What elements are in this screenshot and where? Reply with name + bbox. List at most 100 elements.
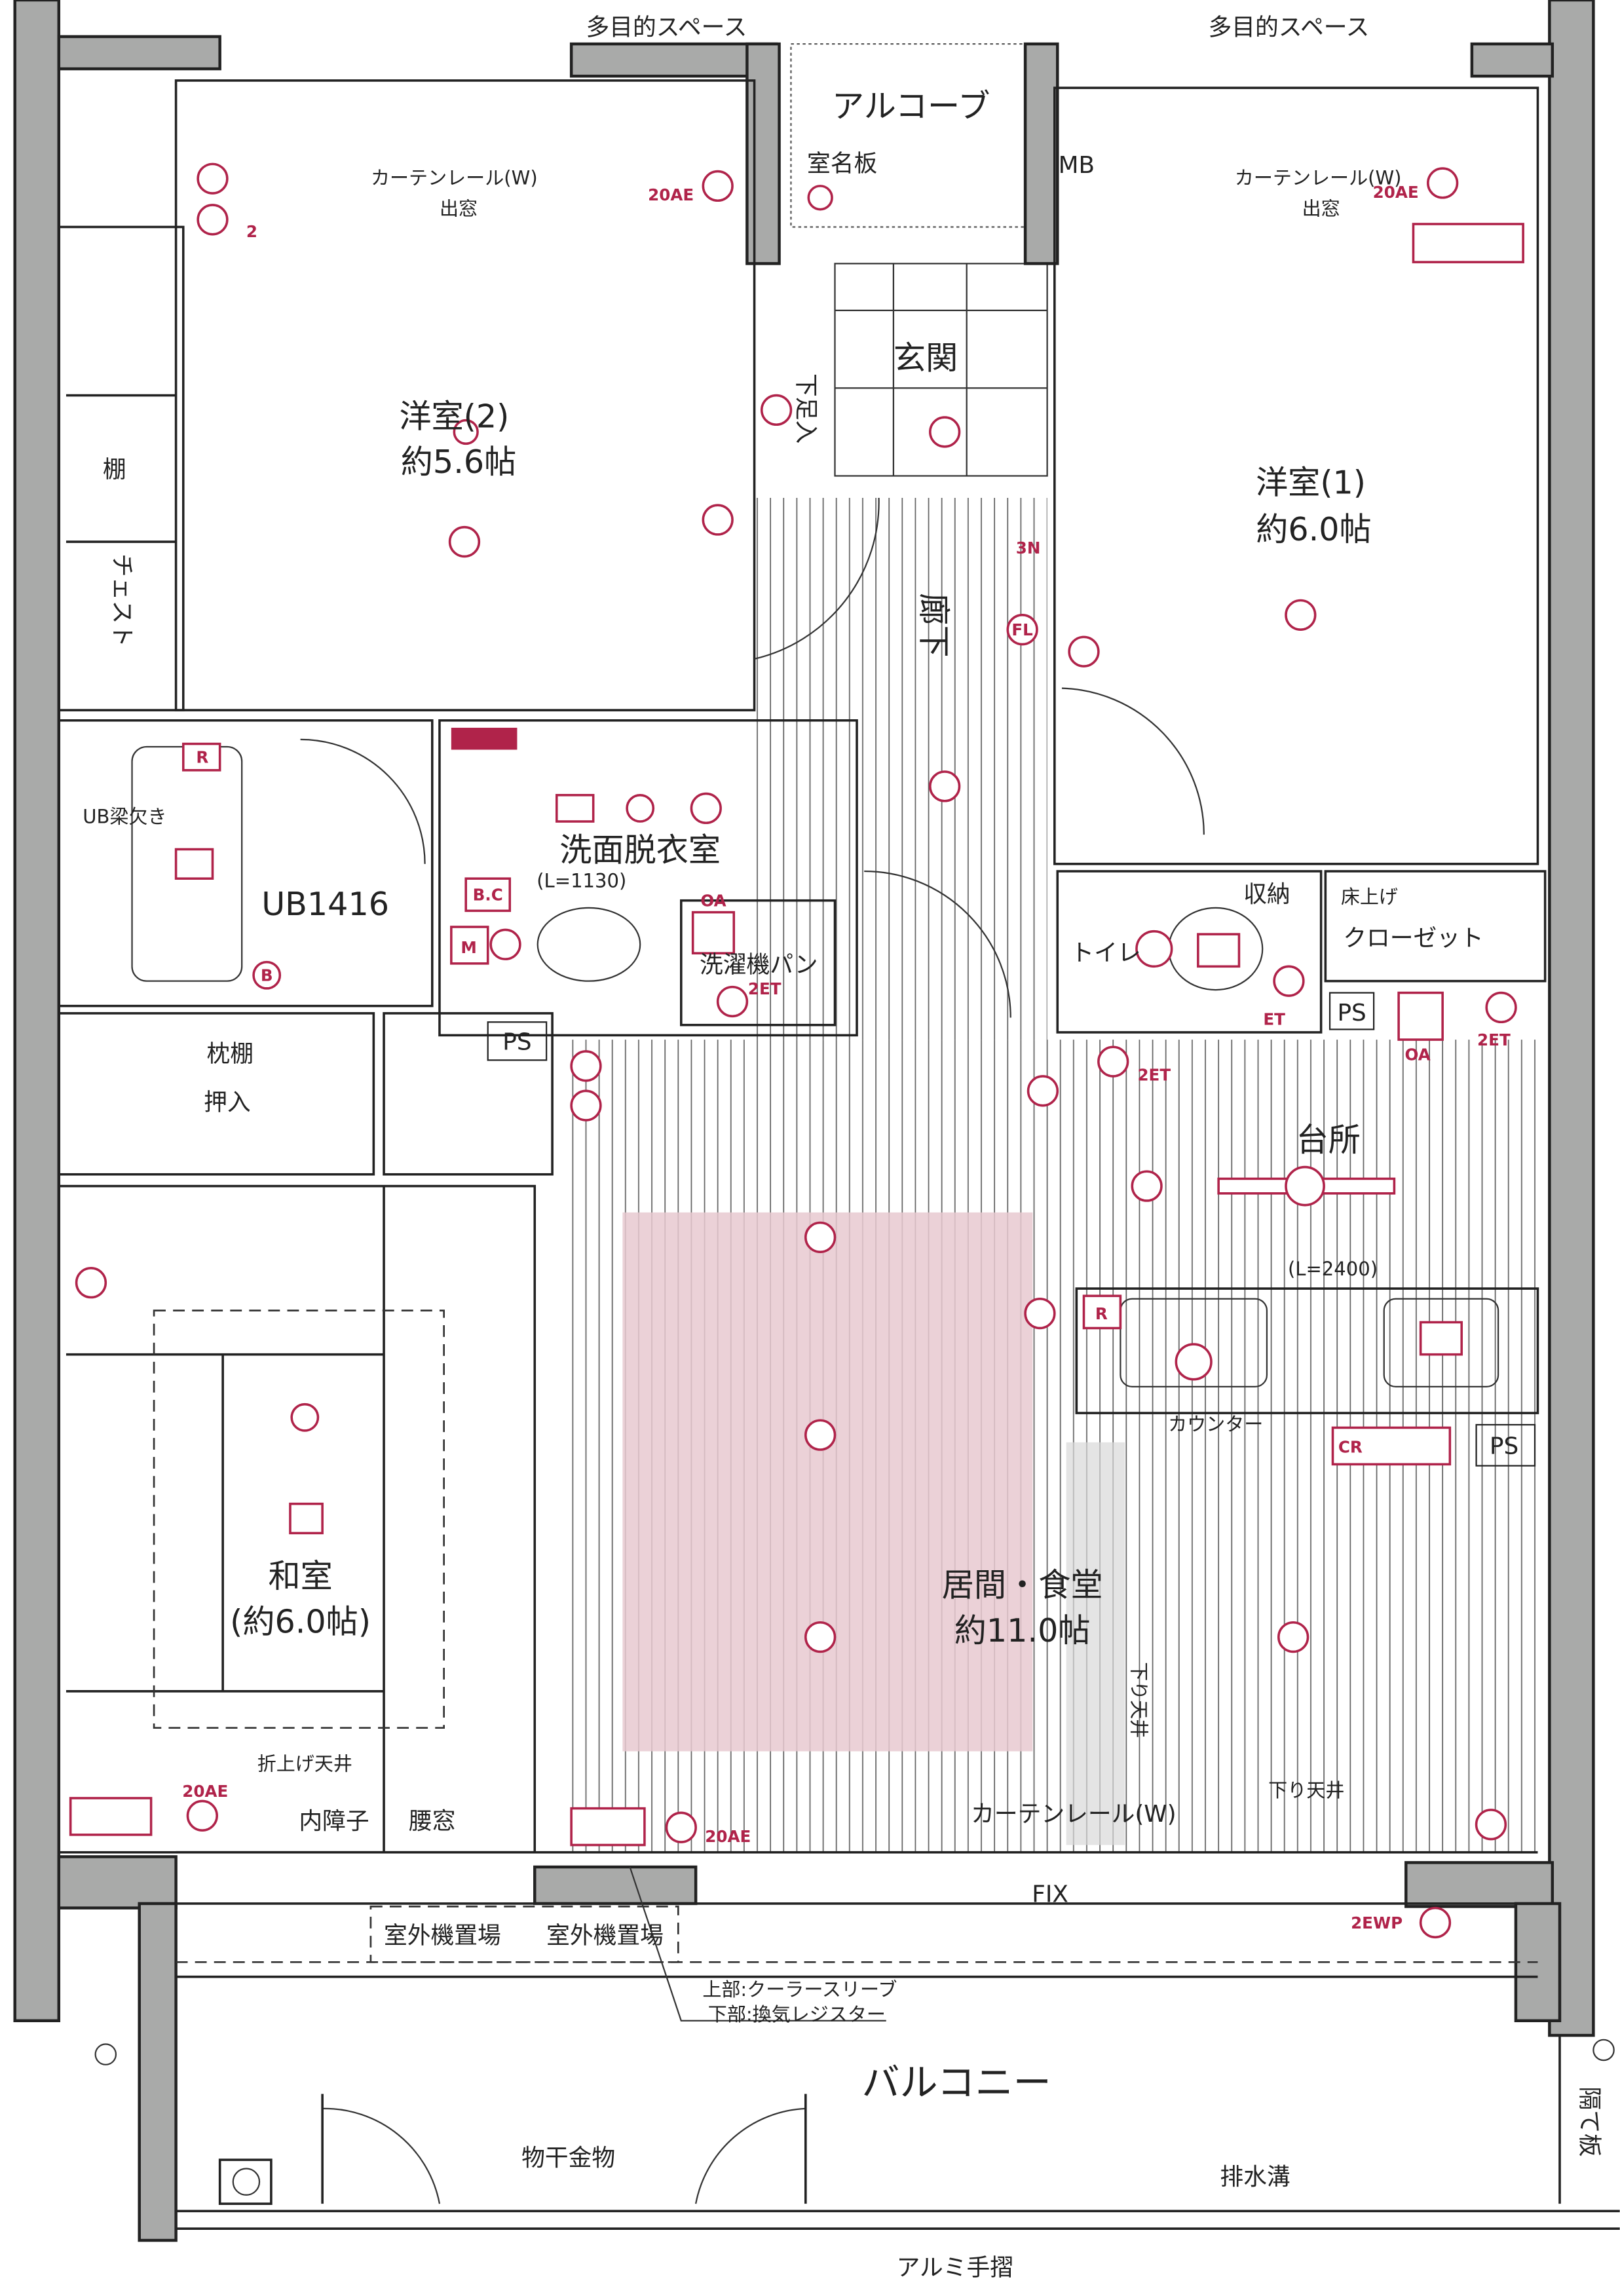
outlet-icon xyxy=(716,985,749,1018)
label-counter: カウンター xyxy=(1168,1413,1263,1435)
room-toilet-name: トイレ xyxy=(1070,939,1140,966)
area-balcony-name: バルコニー xyxy=(861,2060,1051,2105)
toilet-fan-icon xyxy=(1197,933,1241,968)
outlet-group-icon xyxy=(1412,223,1524,263)
room-western-1-name: 洋室(1) xyxy=(1256,463,1366,501)
room-japanese-name: 和室 xyxy=(268,1557,332,1595)
label-ac-area: 室外機置場 xyxy=(546,1922,664,1949)
ceiling-light-icon xyxy=(929,770,961,802)
room-bath-name: UB1416 xyxy=(261,885,389,923)
ps-box xyxy=(1475,1423,1536,1467)
outlet-icon xyxy=(186,1799,218,1832)
outlet-icon xyxy=(1097,1045,1129,1078)
label-20ae: 20AE xyxy=(705,1827,751,1846)
outlet-group-icon xyxy=(69,1797,153,1836)
label-b: B xyxy=(261,966,273,985)
label-ac-area: 室外機置場 xyxy=(384,1922,501,1949)
fan-icon xyxy=(555,793,595,823)
outlet-icon xyxy=(1273,965,1305,997)
label-multi-space-left: 多目的スペース xyxy=(586,14,747,41)
label-fl: FL xyxy=(1011,620,1032,639)
label-kitchen-length: (L=2400) xyxy=(1288,1258,1378,1280)
room-western-1-size: 約6.0帖 xyxy=(1256,510,1372,548)
label-20ae: 20AE xyxy=(1373,183,1419,202)
m-panel-icon xyxy=(450,926,489,965)
label-fix-window: FIX xyxy=(1032,1881,1068,1908)
label-20ae: 20AE xyxy=(182,1782,228,1801)
label-handrail: アルミ手摺 xyxy=(897,2255,1013,2282)
label-vanity-length: (L=1130) xyxy=(537,870,626,892)
light-icon xyxy=(1131,1170,1163,1202)
lowered-ceiling-shade xyxy=(1066,1442,1125,1845)
ceiling-light-icon xyxy=(1285,599,1317,631)
label-oa: OA xyxy=(700,892,726,911)
ceiling-light-icon xyxy=(804,1419,837,1451)
light-icon xyxy=(626,793,655,823)
label-m: M xyxy=(461,938,476,957)
label-2et: 2ET xyxy=(1477,1030,1511,1049)
label-multi-space-right: 多目的スペース xyxy=(1208,14,1369,41)
outlet-icon xyxy=(665,1811,697,1843)
label-ps: PS xyxy=(502,1029,531,1056)
label-oshiire: 押入 xyxy=(204,1089,251,1116)
outlet-icon xyxy=(570,1089,602,1121)
fan-icon xyxy=(174,848,214,880)
light-icon xyxy=(489,928,521,960)
entrance-tiles xyxy=(790,43,1048,477)
outlet-icon xyxy=(702,504,734,536)
ceiling-light-icon xyxy=(804,1621,837,1653)
label-closet: クローゼット xyxy=(1343,925,1484,952)
label-ps: PS xyxy=(1337,1000,1366,1026)
room-western-2-size: 約5.6帖 xyxy=(401,443,517,481)
label-oa: OA xyxy=(1405,1045,1431,1064)
label-laundry-hanger: 物干金物 xyxy=(521,2145,615,2172)
label-washer-pan: 洗濯機パン xyxy=(700,951,818,978)
label-ub-beam: UB梁欠き xyxy=(83,805,166,827)
label-raised-ceiling: 折上げ天井 xyxy=(257,1753,352,1775)
label-mb: MB xyxy=(1059,152,1095,179)
outlet-icon xyxy=(75,1267,107,1299)
floor-heating-area xyxy=(622,1212,1033,1752)
label-shelf: 棚 xyxy=(103,457,126,483)
outlet-icon xyxy=(197,204,229,236)
remote-icon xyxy=(181,742,221,772)
ceiling-light-icon xyxy=(453,419,479,445)
label-bc: B.C xyxy=(473,886,503,905)
light-icon xyxy=(690,792,722,825)
ps-box xyxy=(487,1021,548,1061)
label-cr: CR xyxy=(1338,1437,1363,1456)
bath-outlet-icon xyxy=(252,960,282,990)
outlet-group-icon xyxy=(1331,1426,1452,1466)
label-curtain-w2: カーテンレール(W) xyxy=(371,167,538,189)
outlet-icon xyxy=(702,170,734,202)
outlet-group-icon xyxy=(570,1807,646,1847)
outlet-icon xyxy=(1475,1809,1507,1841)
floor-light-icon xyxy=(1006,614,1038,646)
electrical-symbols xyxy=(69,162,1524,1939)
label-inner-shoji: 内障子 xyxy=(299,1808,369,1835)
room-kitchen-name: 台所 xyxy=(1296,1121,1361,1159)
label-ps: PS xyxy=(1490,1433,1518,1460)
outlet-icon xyxy=(1419,1906,1452,1939)
outlet-icon xyxy=(570,1050,602,1082)
label-lowered-ceiling: 下り天井 xyxy=(1127,1662,1150,1738)
outlet-icon xyxy=(1068,635,1100,668)
label-r: R xyxy=(196,748,208,767)
label-2et: 2ET xyxy=(1137,1066,1171,1085)
label-et: ET xyxy=(1263,1010,1285,1029)
room-living-name: 居間・食堂 xyxy=(942,1566,1103,1604)
stove-icon xyxy=(1419,1321,1463,1356)
label-partition: 隔て板 xyxy=(1576,2086,1603,2156)
ceiling-light-icon xyxy=(290,1402,320,1432)
label-curtain-w1: カーテンレール(W) xyxy=(1235,167,1402,189)
room-western-2-name: 洋室(2) xyxy=(399,398,509,436)
ceiling-light-icon xyxy=(929,416,961,448)
label-cooler-sleeve: 上部:クーラースリーブ xyxy=(702,1978,897,2001)
outlet-icon xyxy=(1027,1075,1059,1107)
labels: 多目的スペース 多目的スペース アルコーブ 室名板 MB カーテンレール(W) … xyxy=(83,14,1602,2282)
label-2et: 2ET xyxy=(748,979,782,998)
outlet-icon xyxy=(1427,167,1459,199)
panel-board-icon xyxy=(451,727,518,750)
ps-box xyxy=(1328,992,1375,1030)
